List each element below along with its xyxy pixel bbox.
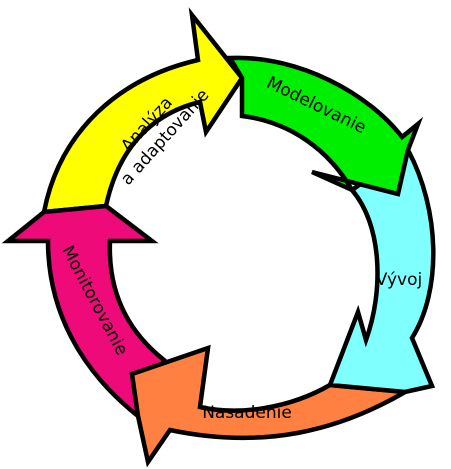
stage-label-nasadenie: Nasadenie <box>202 403 292 423</box>
stage-arrow-vyvoj <box>326 146 436 395</box>
stage-arrow-analyza <box>41 7 245 215</box>
stage-label-vyvoj: Vývoj <box>376 270 422 290</box>
stage-arrow-modelovanie <box>226 55 424 197</box>
